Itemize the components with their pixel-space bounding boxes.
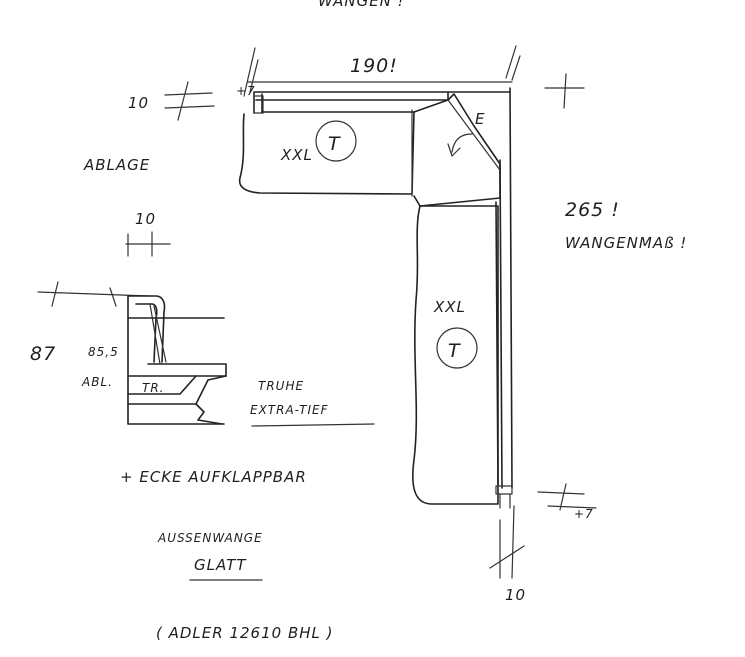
- wangenmass-label: WANGENMAß !: [565, 234, 687, 252]
- dim-plus7-top: +7: [236, 84, 256, 98]
- marker-t-vertical: T: [448, 340, 461, 362]
- backrest-bottom-block: [495, 485, 513, 495]
- top-cut-label: WANGEN !: [318, 0, 405, 10]
- marker-circle-vertical: [436, 327, 478, 369]
- dim-section-10: 10: [135, 210, 156, 228]
- truhe-label: TRUHE: [258, 379, 304, 393]
- adler-note: ( ADLER 12610 BHL ): [156, 624, 334, 642]
- tr-short-label: TR.: [142, 381, 164, 395]
- dim-left-10: 10: [128, 94, 149, 112]
- backrest-end-block: [253, 95, 264, 114]
- corner-e-label: E: [475, 110, 485, 128]
- section-outer: [127, 295, 225, 425]
- section-top-line: [37, 281, 151, 307]
- ecke-note: + ECKE AUFKLAPPBAR: [120, 468, 307, 486]
- xxl-vertical-label: XXL: [433, 298, 466, 316]
- xxl-t-top-label: XXL: [280, 146, 313, 164]
- aussenwange-label: AUSSENWANGE: [157, 531, 263, 545]
- marker-circle-top: [315, 120, 357, 162]
- dim-section-10-lines: [125, 231, 171, 257]
- extra-tief-underline: [251, 423, 375, 427]
- dim-left-10-lines: [164, 81, 215, 121]
- dim-tick-top-left: [243, 47, 259, 97]
- dim-87: 87: [30, 343, 56, 365]
- dim-85-5: 85,5: [88, 345, 119, 359]
- section-truhe: [127, 375, 227, 425]
- dim-265: 265 !: [565, 199, 620, 221]
- abl-short-label: ABL.: [81, 375, 113, 389]
- corner-piece: [413, 93, 501, 207]
- dim-bottom-10-lines: [489, 505, 525, 579]
- marker-t-top: T: [328, 133, 341, 155]
- ablage-label: ABLAGE: [83, 156, 150, 174]
- dim-bottom-10: 10: [505, 586, 526, 604]
- backrest-top-strip: [253, 91, 511, 114]
- seat-top-outline: [238, 111, 415, 195]
- bottom-stub: [499, 493, 511, 509]
- dim-top-width: 190!: [350, 55, 398, 77]
- corner-diagonal: [447, 99, 501, 171]
- glatt-label: GLATT: [194, 556, 247, 574]
- section-stripes: [149, 303, 167, 365]
- dim-right-plus: [544, 73, 585, 109]
- dim-tick-top-right: [505, 45, 521, 81]
- section-view: 10 87 85,5 ABL. TR.: [30, 210, 227, 425]
- corner-arrow: [447, 133, 473, 157]
- section-seat-top: [127, 363, 227, 377]
- dim-plus7-bottom: +7: [574, 507, 594, 521]
- plan-view: 190! 10 +7 XXL T E 265 ! WANGENMAß ! XXL…: [128, 45, 687, 604]
- extra-tief-label: EXTRA-TIEF: [250, 403, 329, 417]
- dim-plus7-bottom-lines: [537, 483, 597, 511]
- seat-vertical-outline: [412, 205, 499, 505]
